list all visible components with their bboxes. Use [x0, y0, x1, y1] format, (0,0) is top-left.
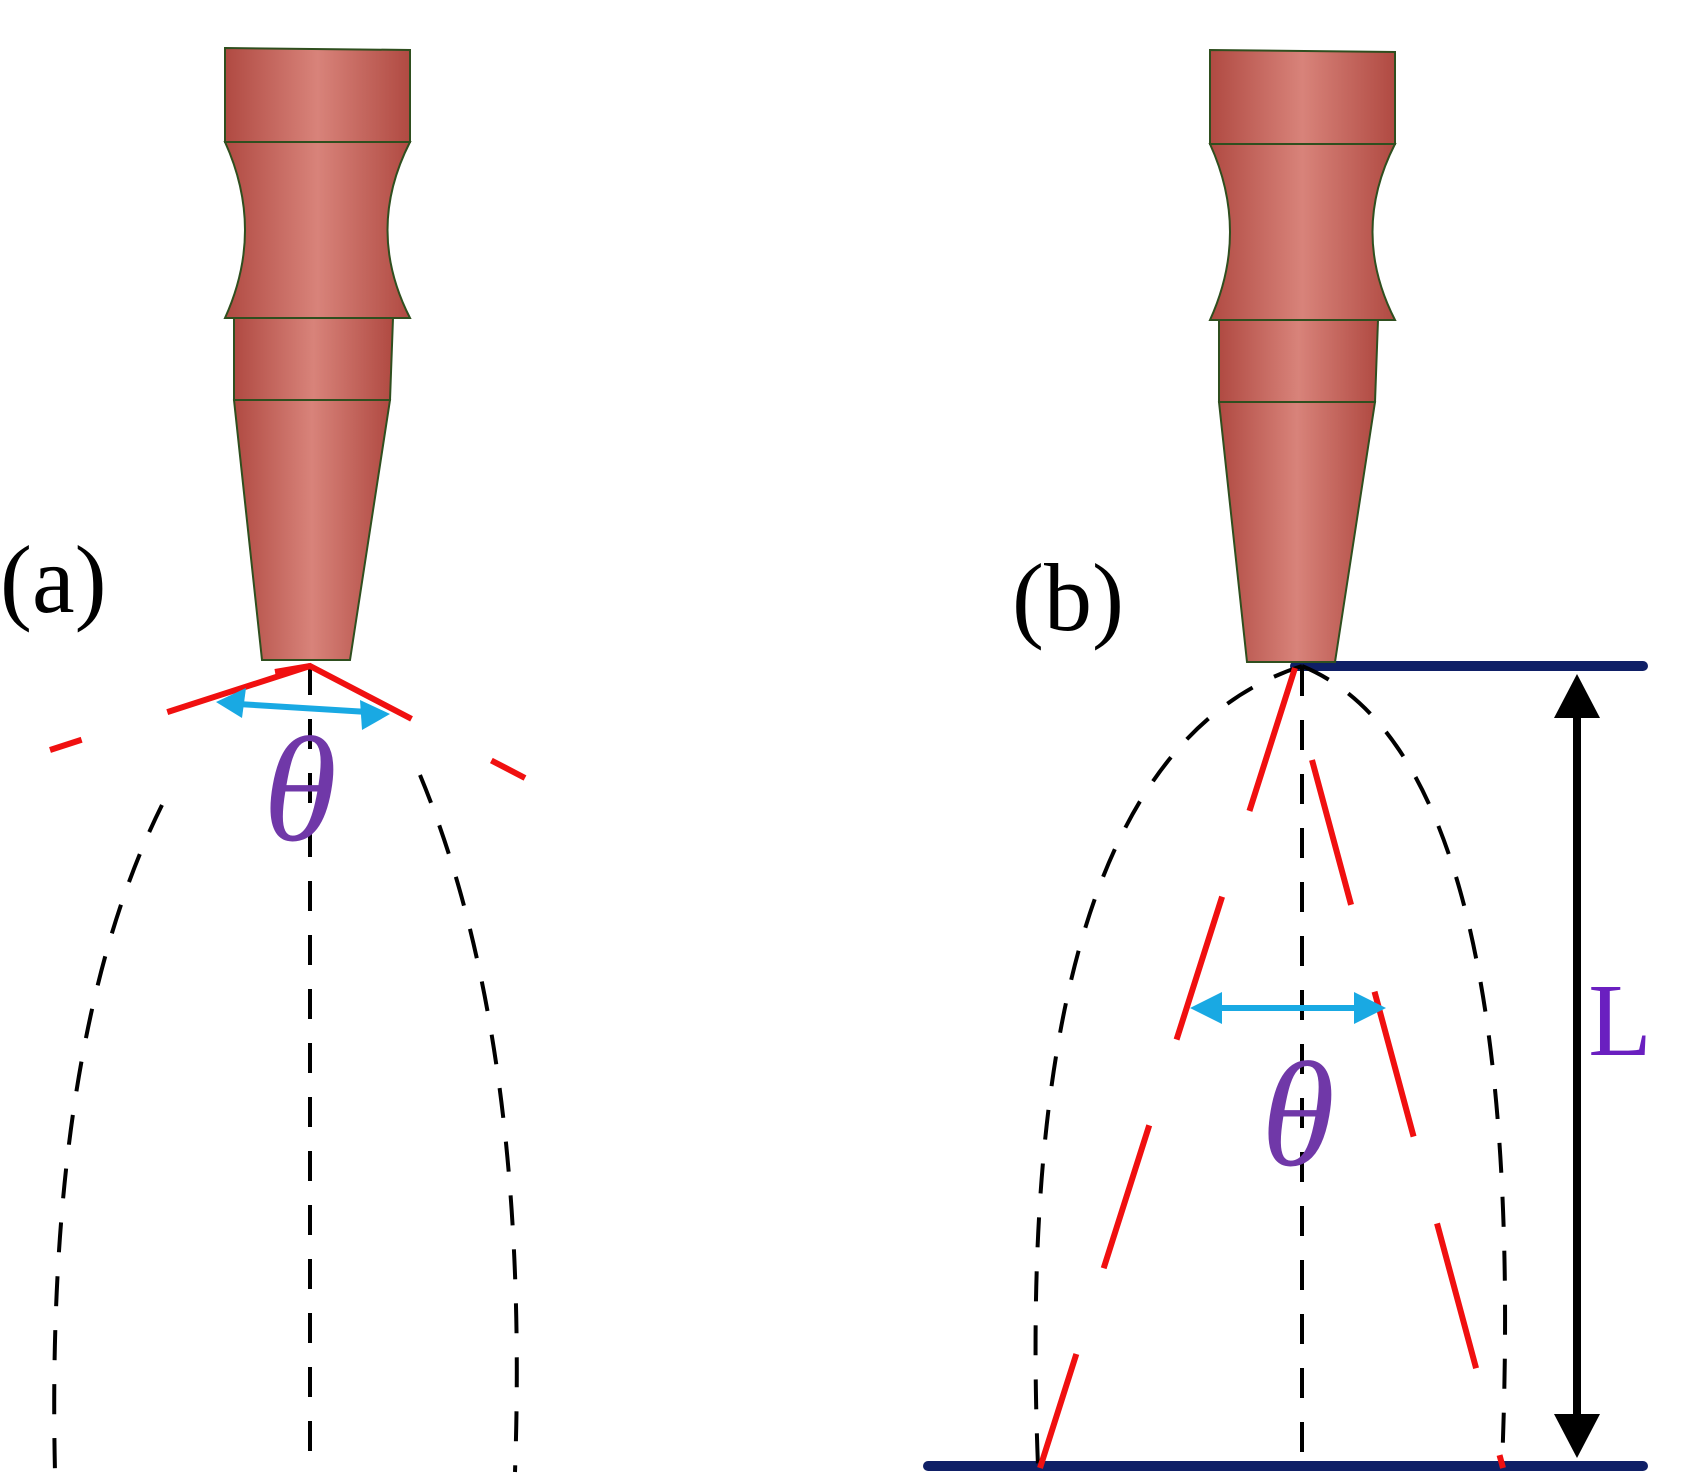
theta-label-a: θ: [263, 707, 337, 873]
angle-arrow-b: [1190, 992, 1386, 1024]
nozzle-icon: [224, 47, 411, 661]
length-label: L: [1588, 963, 1652, 1078]
angle-arrow-a: [216, 688, 390, 730]
spray-left-edge-a: [52, 804, 164, 1473]
length-dimension-arrow: [1554, 674, 1600, 1458]
theta-label-b: θ: [1261, 1032, 1335, 1198]
red-cone-right-b: [1309, 759, 1506, 1469]
panel-a: (a) θ: [0, 47, 527, 1473]
panel-a-label: (a): [0, 526, 107, 633]
spray-left-edge-b: [1033, 664, 1303, 1467]
red-cone-right-a: [274, 662, 527, 781]
panel-b: (b) θ L: [923, 49, 1652, 1471]
panel-b-label: (b): [1012, 544, 1124, 651]
red-cone-left-b: [1037, 667, 1298, 1469]
nozzle-icon: [1209, 49, 1396, 663]
red-cone-left-a: [49, 663, 311, 753]
spray-right-edge-a: [418, 774, 519, 1473]
spray-right-edge-b: [1301, 664, 1508, 1467]
